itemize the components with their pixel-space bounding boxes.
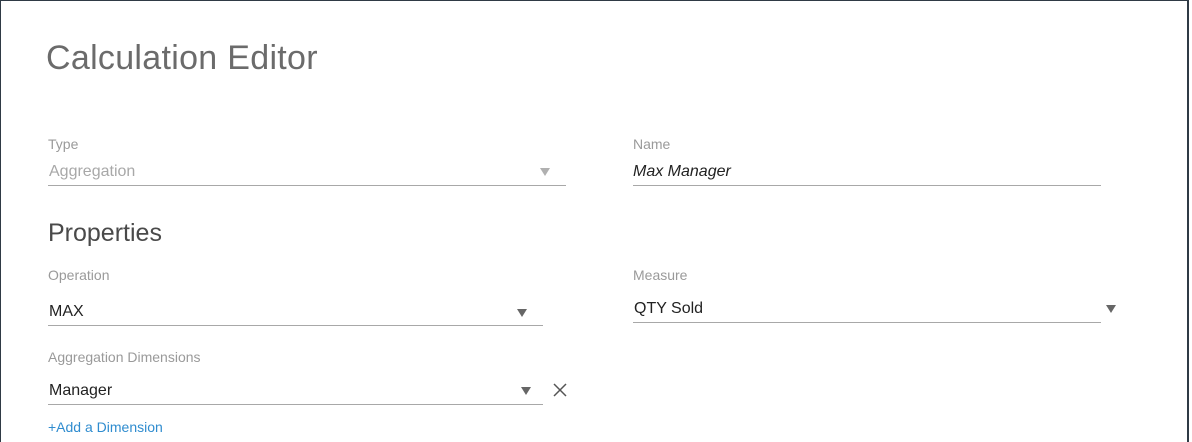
type-select[interactable]: Aggregation bbox=[48, 160, 566, 186]
chevron-down-icon[interactable] bbox=[1106, 305, 1116, 313]
dimension-select[interactable]: Manager bbox=[48, 379, 543, 405]
type-label: Type bbox=[48, 136, 79, 152]
operation-label: Operation bbox=[48, 267, 110, 283]
measure-select[interactable]: QTY Sold bbox=[633, 297, 1101, 323]
operation-value: MAX bbox=[49, 303, 84, 320]
add-dimension-link[interactable]: +Add a Dimension bbox=[48, 419, 163, 435]
chevron-down-icon bbox=[521, 387, 531, 395]
operation-select[interactable]: MAX bbox=[48, 300, 543, 326]
name-value: Max Manager bbox=[633, 163, 731, 180]
name-label: Name bbox=[633, 136, 671, 152]
dimension-value: Manager bbox=[49, 382, 113, 399]
chevron-down-icon bbox=[540, 168, 550, 176]
measure-label: Measure bbox=[633, 267, 688, 283]
close-icon[interactable] bbox=[552, 382, 568, 398]
chevron-down-icon bbox=[517, 309, 527, 317]
properties-heading: Properties bbox=[48, 219, 162, 247]
dialog-title: Calculation Editor bbox=[46, 39, 318, 77]
measure-value: QTY Sold bbox=[634, 300, 704, 317]
aggregation-dimensions-label: Aggregation Dimensions bbox=[48, 349, 201, 365]
type-value: Aggregation bbox=[49, 163, 136, 180]
name-input[interactable]: Max Manager bbox=[633, 160, 1101, 186]
